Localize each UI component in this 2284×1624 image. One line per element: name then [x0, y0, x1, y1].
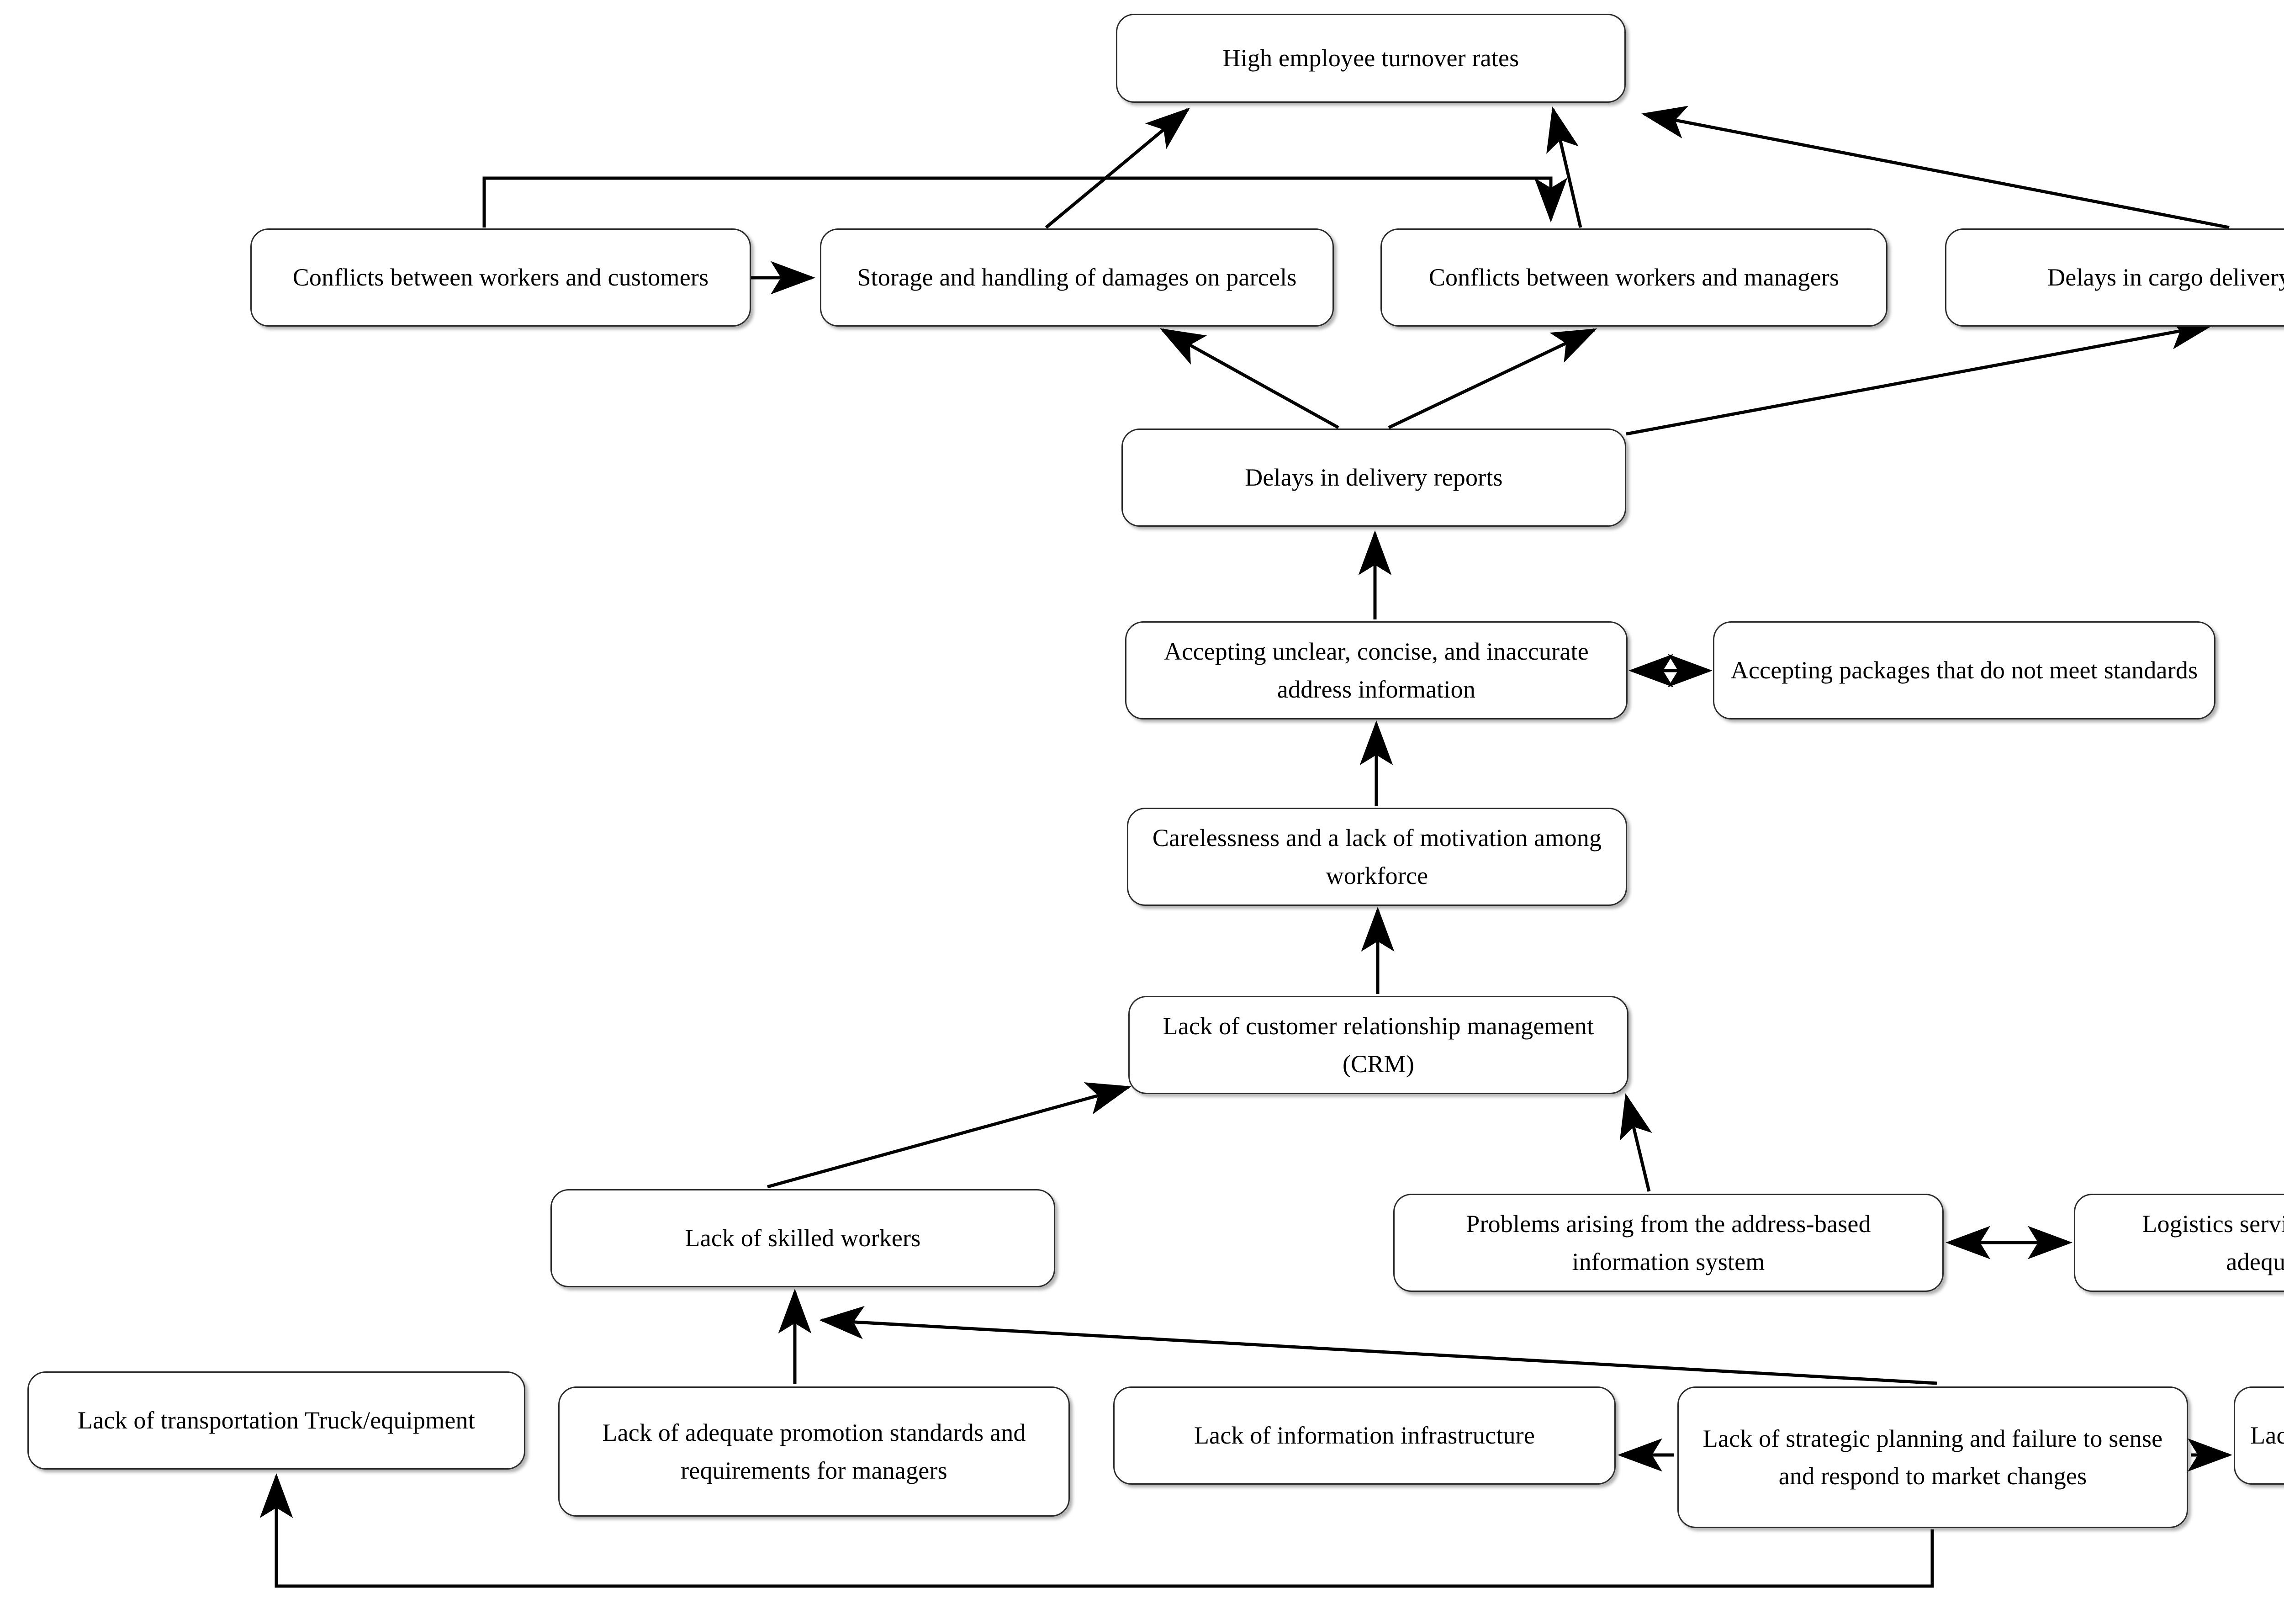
node-carelessness-and-a-lack-of-motivation-among-workforce[interactable]: Carelessness and a lack of motivation am…	[1127, 808, 1627, 906]
node-label: Storage and handling of damages on parce…	[857, 264, 1297, 291]
node-label: Accepting packages that do not meet stan…	[1730, 656, 2198, 684]
node-label: High employee turnover rates	[1222, 44, 1519, 72]
node-label: Lack of information infrastructure	[1194, 1422, 1535, 1449]
node-conflicts-between-workers-and-customers[interactable]: Conflicts between workers and customers	[250, 228, 751, 327]
node-label: Conflicts between workers and managers	[1428, 264, 1840, 291]
node-lack-of-skilled-workers[interactable]: Lack of skilled workers	[550, 1189, 1055, 1287]
node-label: Lack of adequate promotion standards and…	[602, 1419, 1026, 1484]
edge-customers-to-managers	[482, 176, 1568, 227]
node-label: Conflicts between workers and customers	[292, 264, 709, 291]
node-lack-of-adequate-promotion-standards-and-requirements-for-managers[interactable]: Lack of adequate promotion standards and…	[558, 1386, 1070, 1517]
edge-skilled-to-crm	[767, 1082, 1131, 1189]
edge-reports-to-managers	[1388, 328, 1597, 429]
node-problems-arising-from-the-address-based-information-system[interactable]: Problems arising from the address-based …	[1393, 1194, 1944, 1292]
node-label: Accepting unclear, concise, and inaccura…	[1164, 638, 1589, 703]
node-accepting-packages-that-do-not-meet-standards[interactable]: Accepting packages that do not meet stan…	[1713, 621, 2215, 719]
node-label: Problems arising from the address-based …	[1466, 1210, 1871, 1275]
edge-managers-to-turnover	[1546, 106, 1582, 228]
node-label: Delays in cargo delivery times	[2047, 264, 2284, 291]
node-label: Lack of skilled workers	[685, 1224, 921, 1252]
node-lack-of-customer-relationship-management-crm[interactable]: Lack of customer relationship management…	[1128, 996, 1628, 1094]
node-delays-in-delivery-reports[interactable]: Delays in delivery reports	[1121, 428, 1626, 527]
node-delays-in-cargo-delivery-times[interactable]: Delays in cargo delivery times	[1945, 228, 2284, 327]
node-lack-of-strategic-planning-and-failure-to-sense-and-respond-to-market-changes[interactable]: Lack of strategic planning and failure t…	[1677, 1386, 2188, 1528]
edge-strategic-to-skilled	[819, 1306, 1937, 1385]
node-storage-and-handling-of-damages-on-parcels[interactable]: Storage and handling of damages on parce…	[820, 228, 1334, 327]
node-conflicts-between-workers-and-managers[interactable]: Conflicts between workers and managers	[1380, 228, 1887, 327]
edge-reports-to-storage	[1159, 328, 1339, 429]
node-label: Lack of transportation Truck/equipment	[78, 1407, 475, 1434]
node-lack-of-information-technology-equipment[interactable]: Lack of information technology equipment	[2234, 1386, 2284, 1485]
node-label: Lack of customer relationship management…	[1163, 1012, 1594, 1078]
node-label: Logistics service providers forms not ad…	[2142, 1210, 2284, 1275]
node-label: Lack of information technology equipment	[2250, 1422, 2284, 1449]
edge-cargo-to-turnover	[1641, 106, 2230, 229]
node-lack-of-transportation-truck-equipment[interactable]: Lack of transportation Truck/equipment	[27, 1371, 525, 1470]
node-accepting-unclear-concise-and-inaccurate-address-information[interactable]: Accepting unclear, concise, and inaccura…	[1125, 621, 1628, 719]
node-lack-of-information-infrastructure[interactable]: Lack of information infrastructure	[1113, 1386, 1616, 1485]
node-high-employee-turnover-rates[interactable]: High employee turnover rates	[1116, 14, 1626, 103]
edge-reports-to-cargo	[1626, 316, 2214, 436]
node-label: Lack of strategic planning and failure t…	[1702, 1424, 2163, 1490]
node-logistics-service-providers-forms-not-adequately-designed[interactable]: Logistics service providers forms not ad…	[2074, 1194, 2284, 1292]
node-label: Carelessness and a lack of motivation am…	[1152, 824, 1602, 889]
edge-addrsystem-to-crm	[1619, 1093, 1652, 1192]
node-label: Delays in delivery reports	[1245, 464, 1503, 492]
edge-storage-to-turnover	[1045, 107, 1190, 229]
